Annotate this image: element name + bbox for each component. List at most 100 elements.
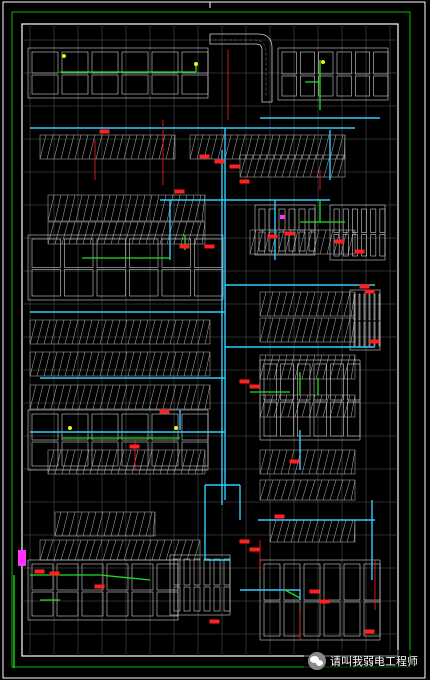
parking-stall bbox=[67, 539, 75, 561]
room-cell bbox=[151, 441, 179, 467]
parking-stall bbox=[329, 479, 337, 501]
parking-stall bbox=[78, 319, 86, 345]
room-cell bbox=[183, 558, 191, 586]
parking-stall bbox=[294, 354, 302, 380]
room-cell bbox=[173, 586, 181, 612]
parking-stall bbox=[259, 479, 267, 501]
parking-stall bbox=[47, 194, 55, 222]
parking-stall bbox=[196, 134, 204, 160]
room-cell bbox=[368, 321, 371, 347]
parking-stall bbox=[106, 319, 114, 345]
parking-stall bbox=[329, 354, 337, 380]
parking-stall bbox=[99, 319, 107, 345]
parking-stall bbox=[103, 449, 111, 475]
parking-stall bbox=[176, 351, 184, 377]
parking-stall bbox=[106, 351, 114, 377]
parking-band bbox=[29, 384, 211, 410]
parking-stall bbox=[64, 319, 72, 345]
parking-stall bbox=[165, 539, 173, 561]
room-cell bbox=[258, 208, 266, 231]
parking-stall bbox=[46, 134, 54, 160]
parking-stall bbox=[266, 449, 274, 475]
parking-stall bbox=[180, 221, 188, 245]
parking-stall bbox=[64, 351, 72, 377]
parking-stall bbox=[336, 317, 344, 343]
yellow-marker-4 bbox=[321, 60, 325, 64]
room-cell bbox=[91, 51, 119, 74]
red-device bbox=[209, 619, 220, 624]
red-device bbox=[364, 629, 375, 634]
room-cell bbox=[64, 269, 94, 297]
room-cell bbox=[193, 558, 201, 586]
room-cell bbox=[363, 293, 366, 321]
room-cell bbox=[333, 208, 340, 233]
parking-stall bbox=[245, 134, 253, 160]
parking-stall bbox=[183, 384, 191, 410]
parking-stall bbox=[287, 134, 295, 160]
parking-stall bbox=[138, 449, 146, 475]
parking-stall bbox=[316, 154, 324, 178]
parking-stall bbox=[169, 384, 177, 410]
parking-stall bbox=[204, 384, 211, 410]
parking-stall bbox=[99, 384, 107, 410]
parking-stall bbox=[336, 449, 344, 475]
parking-stall bbox=[89, 511, 97, 537]
red-device bbox=[214, 159, 225, 164]
red-device bbox=[354, 249, 365, 254]
red-device-markers bbox=[34, 50, 380, 640]
parking-stall bbox=[102, 539, 110, 561]
parking-stall bbox=[75, 194, 83, 222]
parking-stall bbox=[162, 319, 170, 345]
parking-stall bbox=[231, 134, 239, 160]
room-cell bbox=[355, 75, 370, 97]
parking-stall bbox=[187, 221, 195, 245]
parking-stall bbox=[92, 384, 100, 410]
room-cell bbox=[298, 231, 306, 252]
parking-stall bbox=[353, 519, 356, 543]
parking-stall bbox=[78, 384, 86, 410]
room-cell bbox=[370, 208, 377, 233]
parking-stall bbox=[280, 394, 288, 418]
room-cell bbox=[343, 563, 361, 601]
parking-stall bbox=[280, 354, 288, 380]
parking-band bbox=[259, 317, 356, 343]
room-cell bbox=[213, 558, 221, 586]
parking-stall bbox=[162, 384, 170, 410]
parking-stall bbox=[283, 519, 291, 543]
parking-stall bbox=[89, 194, 97, 222]
red-device bbox=[319, 599, 330, 604]
parking-stall bbox=[50, 319, 58, 345]
parking-stall bbox=[224, 134, 232, 160]
room-cell bbox=[378, 321, 381, 347]
parking-stall bbox=[173, 221, 181, 245]
parking-stall bbox=[315, 291, 323, 317]
room-cell bbox=[213, 586, 221, 612]
wechat-icon bbox=[308, 652, 326, 670]
parking-stall bbox=[138, 194, 146, 222]
parking-stall bbox=[308, 479, 316, 501]
room-cell bbox=[353, 321, 356, 347]
parking-stall bbox=[123, 539, 131, 561]
parking-stall bbox=[336, 479, 344, 501]
parking-stall bbox=[95, 134, 103, 160]
parking-stall bbox=[274, 154, 282, 178]
room-cell bbox=[330, 363, 344, 401]
room-cell bbox=[181, 74, 209, 95]
parking-stall bbox=[298, 229, 306, 255]
red-device bbox=[359, 284, 370, 289]
parking-band bbox=[54, 511, 156, 537]
room-cell bbox=[263, 563, 281, 601]
watermark: 请叫我弱电工程师 bbox=[304, 650, 422, 672]
cyan-cable-routes bbox=[30, 117, 380, 600]
parking-stall bbox=[127, 319, 135, 345]
parking-stall bbox=[57, 319, 65, 345]
parking-stall bbox=[350, 479, 356, 501]
parking-stall bbox=[287, 479, 295, 501]
parking-stall bbox=[109, 134, 117, 160]
parking-stall bbox=[78, 351, 86, 377]
room-cell bbox=[131, 591, 154, 617]
parking-stall bbox=[259, 317, 267, 343]
room-cell bbox=[151, 51, 179, 74]
parking-stall bbox=[82, 221, 90, 245]
